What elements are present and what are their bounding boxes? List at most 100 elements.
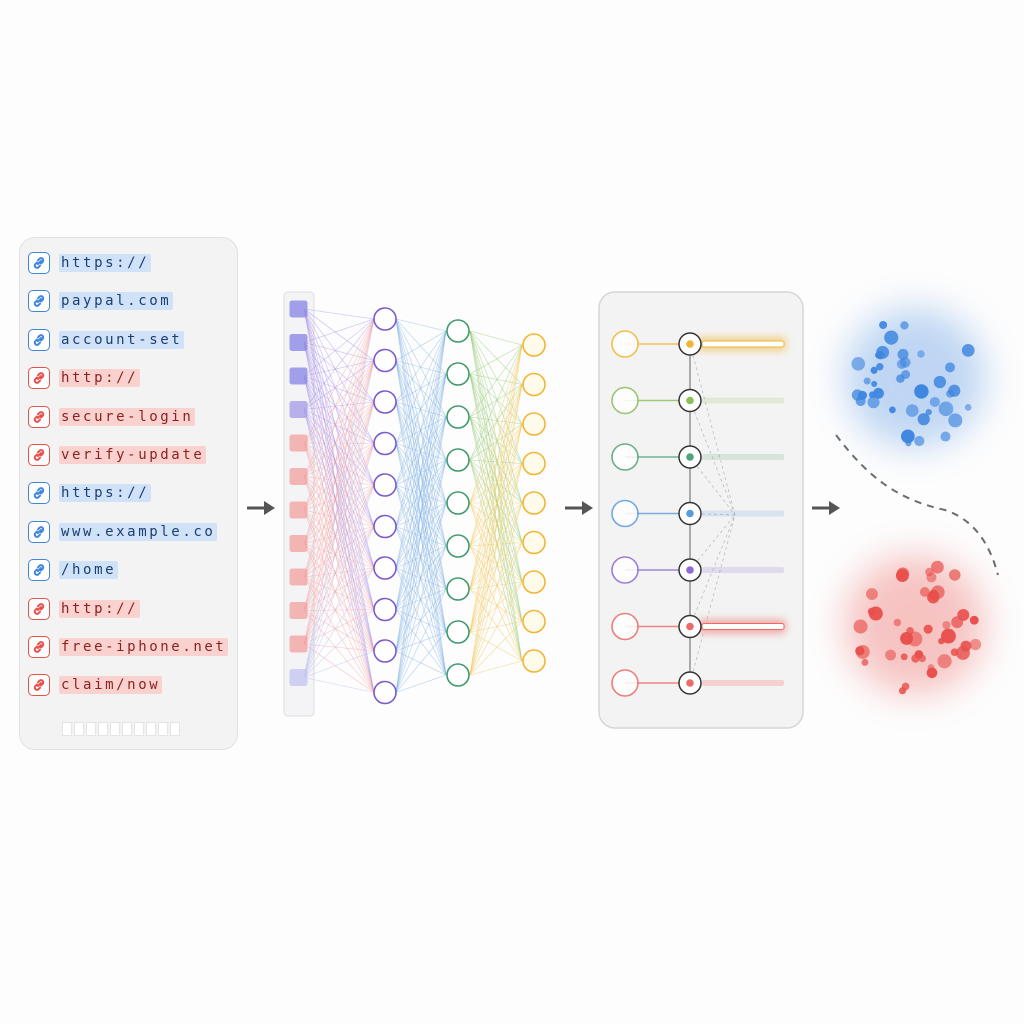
hidden-neuron <box>446 620 470 644</box>
url-item: verify-update <box>28 442 207 468</box>
hidden-neuron <box>373 307 397 331</box>
input-token <box>289 468 308 485</box>
arrow-icon <box>247 501 275 515</box>
decision-boundary <box>835 434 999 576</box>
embedding-point <box>866 588 878 600</box>
link-icon <box>28 597 50 620</box>
input-token <box>289 535 308 552</box>
hidden-neuron <box>446 362 470 386</box>
token-node <box>611 330 639 358</box>
hidden-neuron <box>373 639 397 663</box>
embedding-point <box>928 589 939 601</box>
url-token: free-iphone.net <box>59 638 229 656</box>
embedding-point <box>851 357 866 371</box>
output-neuron <box>522 412 546 436</box>
url-item: www.example.co <box>28 519 218 545</box>
embedding-point <box>905 404 919 417</box>
embedding-point <box>871 380 878 387</box>
embedding-point <box>948 413 963 428</box>
embedding-point <box>879 320 888 330</box>
embedding-point <box>875 351 882 359</box>
link-icon <box>28 290 50 313</box>
token-node <box>611 669 639 697</box>
link-icon <box>28 252 50 274</box>
embedding-point <box>867 396 880 409</box>
url-item: http:// <box>28 365 141 391</box>
benign-cluster <box>845 308 985 448</box>
hidden-neuron <box>373 348 397 373</box>
attention-row <box>611 330 786 358</box>
embedding-point <box>948 569 961 581</box>
url-token: secure-login <box>59 407 196 426</box>
attention-row <box>611 669 784 697</box>
attention-weight-bar <box>702 454 784 460</box>
embedding-point <box>938 401 954 417</box>
link-icon <box>28 444 50 466</box>
input-token <box>289 635 308 653</box>
embedding-point <box>914 435 925 447</box>
embedding-point <box>876 363 884 371</box>
input-token <box>289 669 308 686</box>
embedding-point <box>923 624 933 634</box>
embedding-point <box>917 350 925 358</box>
embedding-point <box>895 569 909 583</box>
embedding-point <box>900 321 909 330</box>
attention-row <box>611 499 784 528</box>
link-icon <box>28 520 50 543</box>
url-item: https:// <box>28 480 152 506</box>
token-node <box>611 612 639 641</box>
hidden-neuron <box>446 491 470 515</box>
embedding-point <box>911 654 920 663</box>
embedding-point <box>919 587 930 597</box>
embedding-point <box>969 638 982 651</box>
url-token: claim/now <box>59 676 163 695</box>
embedding-point <box>964 404 972 411</box>
url-token: http:// <box>59 599 141 618</box>
hidden-neuron <box>446 448 470 472</box>
output-neuron <box>522 372 546 397</box>
attention-weight-bar <box>702 397 784 404</box>
input-token <box>289 568 308 586</box>
output-neuron <box>522 333 546 357</box>
embedding-point <box>961 343 975 357</box>
hidden-neuron <box>446 534 470 558</box>
embedding-point <box>938 637 945 645</box>
url-token: verify-update <box>59 446 207 464</box>
embedding-point <box>937 654 952 669</box>
link-icon <box>28 674 50 697</box>
embedding-point <box>867 607 876 616</box>
hidden-neuron <box>373 680 397 705</box>
embedding-point <box>884 330 899 345</box>
input-token <box>289 367 308 385</box>
url-item: secure-login <box>28 404 196 430</box>
arrow-icon <box>565 501 593 515</box>
attention-weight-bar <box>701 623 785 630</box>
embedding-point <box>933 375 947 389</box>
output-neuron <box>522 451 546 476</box>
url-token: www.example.co <box>59 522 218 541</box>
embedding-point <box>861 658 869 666</box>
embedding-point <box>870 366 878 374</box>
url-list-panel: https:// paypal.com account-set http:// secu… <box>19 237 238 750</box>
embedding-point <box>931 560 944 574</box>
embedding-point <box>940 431 951 442</box>
url-token: paypal.com <box>59 292 174 311</box>
attention-weight-bar <box>702 680 784 686</box>
url-item: free-iphone.net <box>28 634 229 660</box>
url-item: account-set <box>28 327 185 353</box>
embedding-point <box>927 664 935 672</box>
output-neuron <box>522 570 546 594</box>
url-item: /home <box>28 557 119 583</box>
embedding-point <box>905 440 912 447</box>
output-neuron <box>522 530 546 555</box>
embedding-point <box>951 616 964 629</box>
embedding-point <box>960 640 972 652</box>
embedding-point <box>885 649 897 661</box>
embedding-point <box>896 359 907 369</box>
embedding-point <box>925 567 934 577</box>
url-token: /home <box>59 561 119 580</box>
embedding-point <box>900 429 915 444</box>
embedding-point <box>950 648 959 656</box>
embedding-point <box>929 396 940 408</box>
embedding-point <box>907 631 923 647</box>
